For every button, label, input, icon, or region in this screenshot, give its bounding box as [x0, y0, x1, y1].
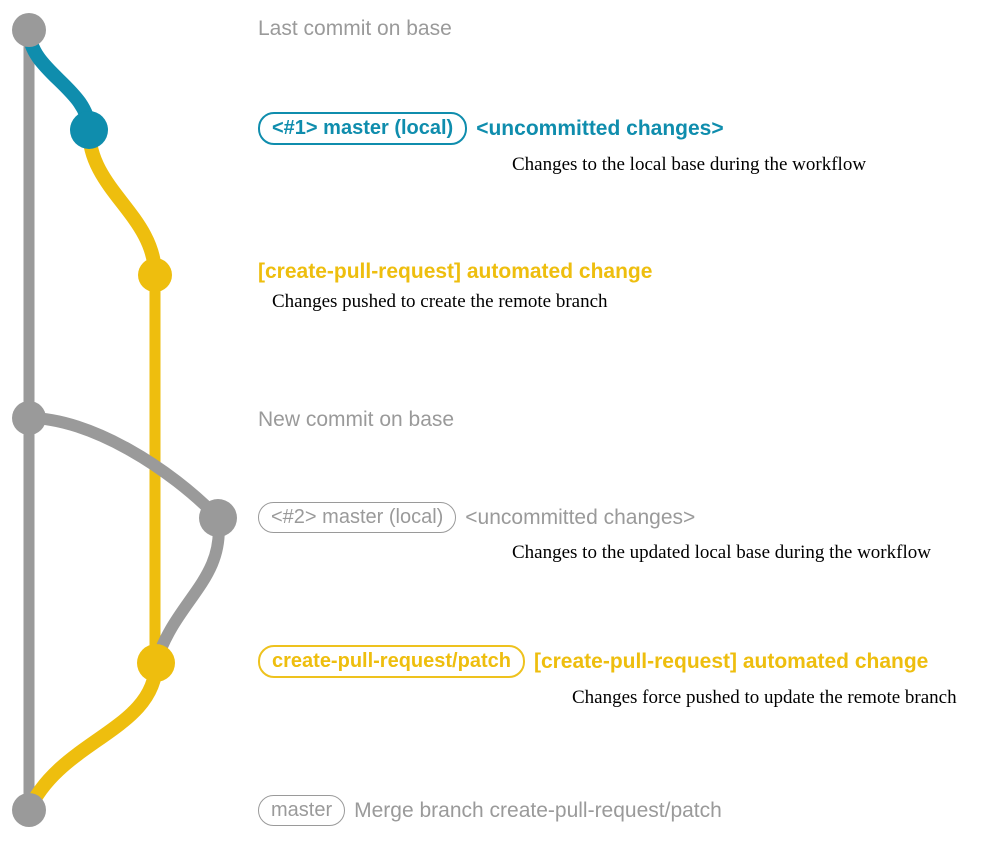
- edge-commit2-to-patch2: [150, 512, 225, 669]
- commit-headline: [create-pull-request] automated change: [258, 261, 652, 282]
- commit-node-new-commit-on-base[interactable]: [12, 401, 46, 435]
- commit-node-patch-branch[interactable]: [137, 644, 175, 682]
- branch-tag-create-pull-request-patch[interactable]: create-pull-request/patch: [258, 645, 525, 678]
- commit-headline: <#1> master (local) <uncommitted changes…: [258, 112, 866, 145]
- edge-patch2-to-merge: [22, 656, 163, 817]
- commit-row-commit-1-local: <#1> master (local) <uncommitted changes…: [258, 112, 866, 176]
- edge-base2-to-commit2: [23, 412, 224, 524]
- commit-row-automated-change-1: [create-pull-request] automated change C…: [258, 261, 652, 313]
- commit-graph-svg: [12, 13, 237, 827]
- commit-description: Changes pushed to create the remote bran…: [272, 291, 608, 312]
- commit-row-new-commit-on-base: New commit on base: [258, 409, 454, 430]
- branch-tag-master-local-2[interactable]: <#2> master (local): [258, 502, 457, 533]
- commit-subject: <uncommitted changes>: [476, 117, 724, 140]
- branch-tag-master[interactable]: master: [258, 795, 346, 826]
- commit-node-last-commit-on-base[interactable]: [12, 13, 46, 47]
- commit-description: Changes force pushed to update the remot…: [572, 687, 957, 708]
- branch-tag-master-local-1[interactable]: <#1> master (local): [258, 112, 468, 145]
- commit-node-commit-1-local[interactable]: [70, 111, 108, 149]
- commit-row-last-commit-on-base: Last commit on base: [258, 18, 452, 39]
- commit-row-patch-branch: create-pull-request/patch [create-pull-r…: [258, 645, 957, 709]
- commit-row-commit-2-local: <#2> master (local) <uncommitted changes…: [258, 502, 931, 564]
- commit-description: Changes to the updated local base during…: [512, 542, 931, 563]
- edge-commit1-to-patch1: [82, 123, 162, 282]
- commit-subject: Last commit on base: [258, 17, 452, 40]
- commit-node-commit-2-local[interactable]: [199, 499, 237, 537]
- commit-subject: New commit on base: [258, 408, 455, 431]
- commit-subject: Merge branch create-pull-request/patch: [354, 799, 722, 822]
- commit-headline: New commit on base: [258, 409, 454, 430]
- commit-headline: master Merge branch create-pull-request/…: [258, 795, 722, 826]
- commit-subject: [create-pull-request] automated change: [533, 650, 929, 673]
- commit-node-automated-change-1[interactable]: [138, 258, 172, 292]
- commit-node-merge-master[interactable]: [12, 793, 46, 827]
- commit-description: Changes to the local base during the wor…: [512, 154, 867, 175]
- commit-subject: <uncommitted changes>: [465, 506, 696, 529]
- commit-subject: [create-pull-request] automated change: [258, 260, 653, 283]
- commit-headline: Last commit on base: [258, 18, 452, 39]
- commit-headline: create-pull-request/patch [create-pull-r…: [258, 645, 957, 678]
- commit-headline: <#2> master (local) <uncommitted changes…: [258, 502, 931, 533]
- commit-row-merge-master: master Merge branch create-pull-request/…: [258, 795, 722, 826]
